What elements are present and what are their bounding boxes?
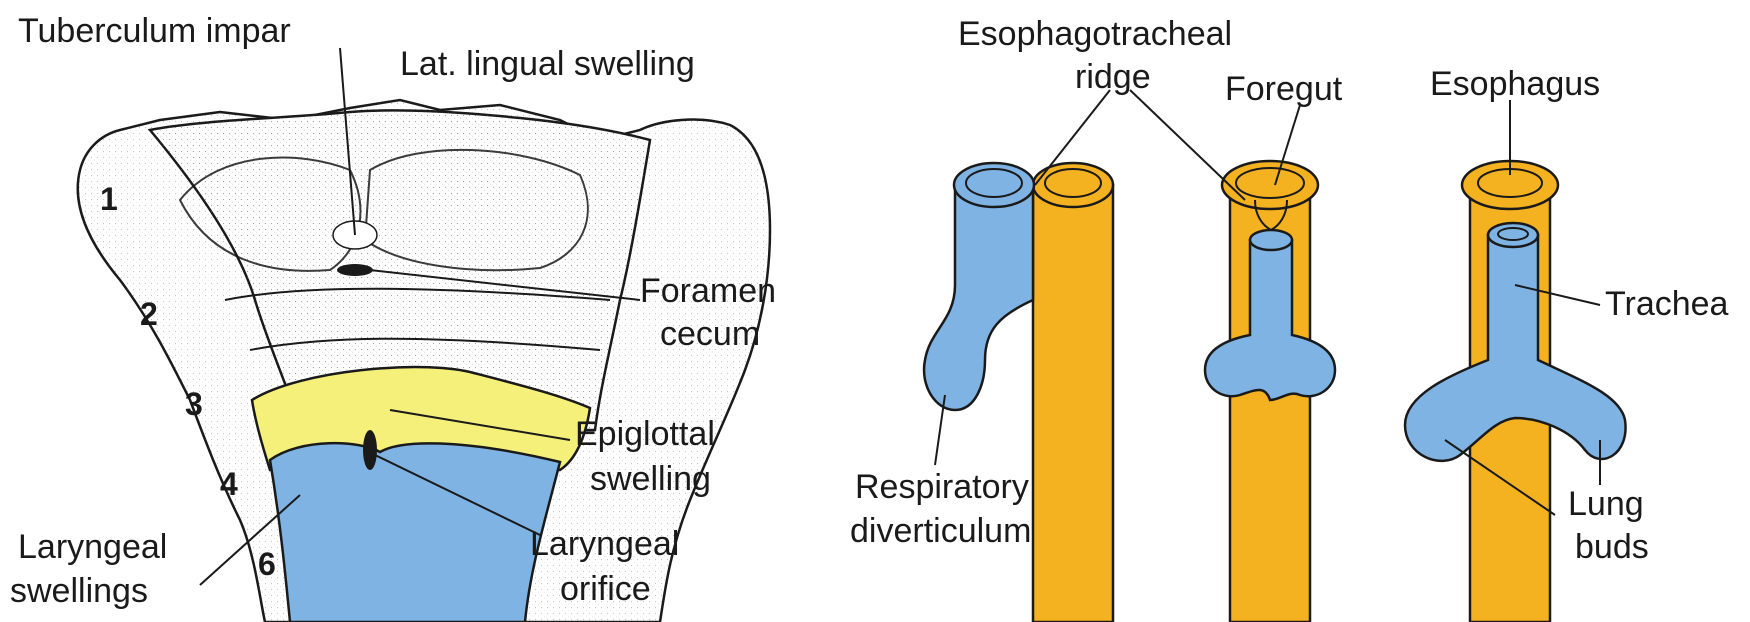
stage1-esophagus-tube xyxy=(1033,185,1113,622)
label-trachea: Trachea xyxy=(1605,285,1729,323)
stage3-trachea-top xyxy=(1488,223,1538,247)
label-epiglottal: Epiglottal xyxy=(575,415,715,453)
arch-number-4: 4 xyxy=(220,466,238,502)
label-laryngeal-orifice-1: Laryngeal xyxy=(530,525,679,563)
label-buds: buds xyxy=(1575,528,1649,566)
arch-number-3: 3 xyxy=(185,386,203,422)
stage2-respiratory-tube xyxy=(1205,240,1335,400)
label-lat-lingual-swelling: Lat. lingual swelling xyxy=(400,45,695,83)
laryngeal-swellings xyxy=(270,443,560,622)
label-ridge: ridge xyxy=(1075,58,1151,96)
foramen-cecum-pit xyxy=(337,264,373,276)
label-foregut: Foregut xyxy=(1225,70,1343,108)
arch-number-1: 1 xyxy=(100,181,118,217)
label-tuberculum-impar: Tuberculum impar xyxy=(18,12,291,50)
label-laryngeal-swellings-2: swellings xyxy=(10,572,148,610)
label-epiglottal-swelling: swelling xyxy=(590,460,711,498)
stage-1-respiratory-diverticulum xyxy=(924,163,1113,622)
pharyngeal-floor-illustration: 1 2 3 4 6 Tuberculum impar Lat. lingual … xyxy=(10,12,776,622)
foregut-stages-illustration: Esophagotracheal ridge Foregut Esophagus… xyxy=(850,15,1729,622)
label-esophagus: Esophagus xyxy=(1430,65,1600,103)
label-lung: Lung xyxy=(1568,485,1644,523)
arch-number-6: 6 xyxy=(258,546,276,582)
label-foramen: Foramen xyxy=(640,272,776,310)
label-laryngeal-orifice-2: orifice xyxy=(560,570,651,608)
arch-number-2: 2 xyxy=(140,296,158,332)
stage2-respiratory-top xyxy=(1250,230,1292,250)
stage1-respiratory-tube xyxy=(924,185,1033,410)
label-cecum: cecum xyxy=(660,315,760,353)
laryngeal-orifice xyxy=(363,430,377,470)
label-respiratory: Respiratory xyxy=(855,468,1029,506)
stage-2-foregut xyxy=(1205,161,1335,622)
label-laryngeal-swellings-1: Laryngeal xyxy=(18,528,167,566)
label-diverticulum: diverticulum xyxy=(850,512,1031,550)
label-esophagotracheal: Esophagotracheal xyxy=(958,15,1232,53)
